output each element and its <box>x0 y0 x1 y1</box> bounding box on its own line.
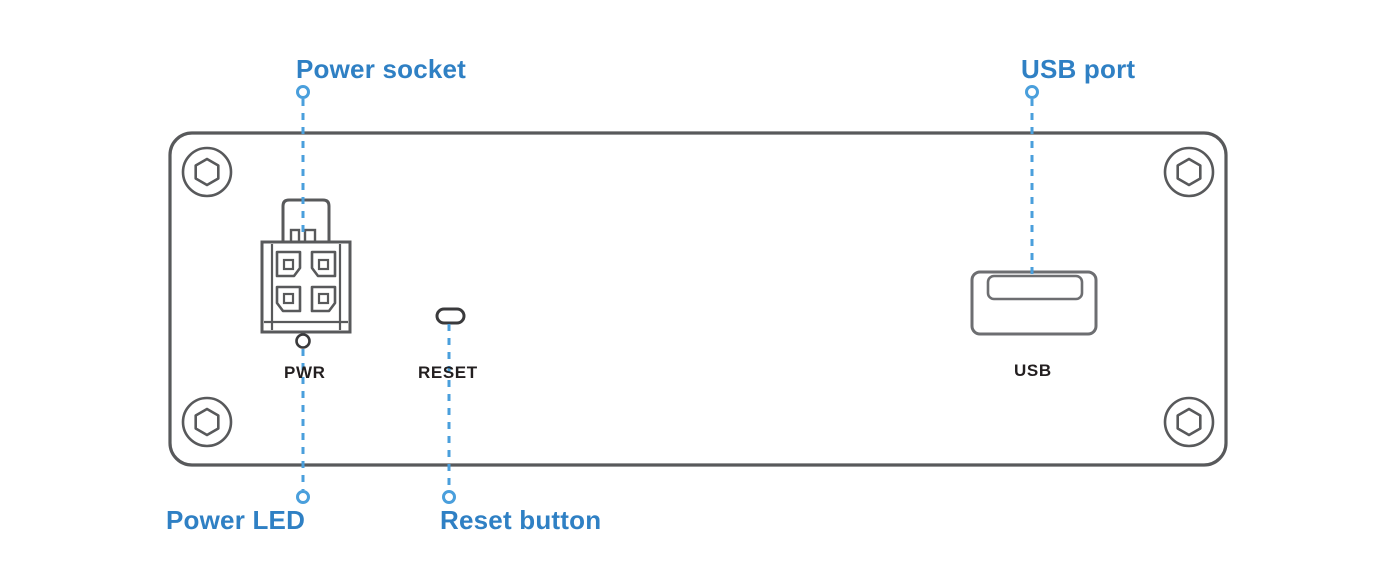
screw-top-left <box>181 146 233 198</box>
reset-button-hole <box>435 307 466 325</box>
power-led-indicator <box>295 333 311 349</box>
callout-leader-usb-port <box>1025 85 1039 274</box>
silkscreen-label-pwr: PWR <box>284 363 326 382</box>
silkscreen-label-usb: USB <box>1014 361 1052 380</box>
callout-leader-power-led <box>296 349 310 504</box>
panel-outline <box>168 131 1228 467</box>
callout-label-reset-button: Reset button <box>440 505 602 535</box>
callout-leader-reset-button <box>442 324 456 504</box>
power-connector <box>260 198 352 334</box>
callout-leader-power-socket <box>296 85 310 234</box>
callout-label-power-socket: Power socket <box>296 54 467 84</box>
silkscreen-label-reset: RESET <box>418 363 478 382</box>
screw-bottom-right <box>1163 396 1215 448</box>
callout-label-power-led: Power LED <box>166 505 306 535</box>
callout-label-usb-port: USB port <box>1021 54 1136 84</box>
screw-bottom-left <box>181 396 233 448</box>
usb-port-connector <box>970 270 1098 336</box>
screw-top-right <box>1163 146 1215 198</box>
